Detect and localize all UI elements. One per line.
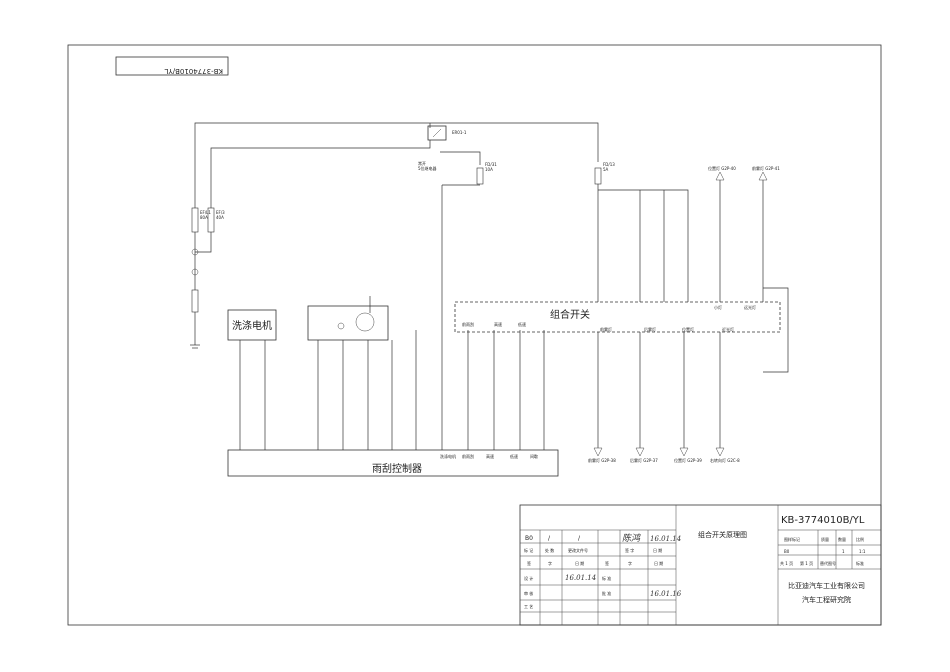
combo-fn-10: 远光灯 bbox=[744, 304, 756, 310]
power-lines bbox=[194, 122, 599, 180]
role-process: 工 艺 bbox=[524, 604, 533, 609]
sheet-info-1: 共 1 页 bbox=[780, 560, 793, 566]
drawing-title: 组合开关原理图 bbox=[698, 530, 747, 539]
rotated-code-box: KB-3774010B/YL bbox=[115, 56, 229, 76]
combo-fn-6: 前雾灯 bbox=[600, 326, 612, 332]
hdr-4: 签 字 bbox=[625, 547, 634, 553]
left-chain bbox=[190, 180, 212, 349]
relay-code: ER01-1 bbox=[452, 130, 467, 135]
combo-fn-12: 小灯 bbox=[714, 304, 722, 310]
hdr2-1: 签 bbox=[527, 560, 531, 566]
stage-value-2: 1 bbox=[842, 549, 845, 554]
wiper-input-3: 高速 bbox=[486, 453, 494, 459]
wiper-input-2: 前雨刮 bbox=[462, 453, 474, 459]
wiper-input-4: 低速 bbox=[510, 453, 518, 459]
hdr2-2: 字 bbox=[548, 560, 552, 566]
combo-fn-3: 低速 bbox=[518, 321, 526, 327]
role-design: 设 计 bbox=[524, 575, 533, 581]
institute-name: 汽车工程研究院 bbox=[802, 595, 851, 604]
wiper-input-5: 间歇 bbox=[530, 453, 538, 459]
role-check: 审 核 bbox=[524, 590, 533, 596]
rev-count: / bbox=[548, 535, 551, 542]
rev-doc: / bbox=[578, 535, 581, 542]
designer-date: 16.01.14 bbox=[565, 574, 596, 582]
fuse-fd-31 bbox=[476, 167, 484, 185]
wiper-controller-block: 雨刮控制器 洗涤电机 前雨刮 高速 低速 间歇 bbox=[227, 449, 559, 477]
combo-switch-block: 组合开关 前雨刮 高速 低速 前雾灯 后雾灯 位置灯 近光灯 远光灯 小灯 bbox=[454, 301, 781, 333]
combo-switch-title: 组合开关 bbox=[550, 308, 590, 321]
wiper-input-1: 洗涤电机 bbox=[440, 453, 456, 459]
combo-fn-9: 近光灯 bbox=[722, 326, 734, 332]
combo-fn-2: 高速 bbox=[494, 321, 502, 327]
ground-lines: 前雾灯 G2P-38 后雾灯 G2P-37 位置灯 G2P-39 右转向灯 G2… bbox=[588, 165, 780, 463]
fuse-fd-13 bbox=[594, 167, 602, 185]
stage-value-1: B0 bbox=[784, 549, 790, 554]
hdr-1: 标 记 bbox=[524, 547, 533, 553]
ground-label-1: 前雾灯 G2P-38 bbox=[588, 457, 616, 463]
drawing-code: KB-3774010B/YL bbox=[781, 515, 865, 526]
rev-mark: B0 bbox=[525, 535, 533, 542]
combo-fn-8: 位置灯 bbox=[682, 326, 694, 332]
ground-label-6: 前雾灯 G2P-41 bbox=[752, 165, 780, 171]
wiper-controller-title: 雨刮控制器 bbox=[372, 462, 422, 475]
stage-label-1: 图样标记 bbox=[784, 536, 800, 542]
checker-date: 16.01.16 bbox=[650, 590, 682, 598]
ground-label-5: 位置灯 G2P-40 bbox=[708, 165, 736, 171]
rev-date: 16.01.14 bbox=[650, 535, 681, 543]
fuse-ef-l1 bbox=[191, 207, 199, 233]
stage-label-2: 质量 bbox=[821, 536, 829, 542]
right-links bbox=[597, 171, 789, 373]
role-approve: 批 准 bbox=[602, 590, 611, 596]
role-standard: 标 准 bbox=[602, 575, 611, 581]
hdr-3: 更改文件号 bbox=[568, 547, 588, 553]
sheet-info-2: 第 1 页 bbox=[800, 560, 813, 566]
hdr2-6: 日 期 bbox=[654, 560, 663, 566]
combo-fn-7: 后雾灯 bbox=[644, 326, 656, 332]
ground-label-3: 位置灯 G2P-39 bbox=[674, 457, 702, 463]
washer-motor-block: 洗涤电机 bbox=[227, 309, 277, 450]
sheet-info-3: 替代图号 bbox=[820, 560, 836, 566]
sheet-border bbox=[67, 44, 882, 626]
combo-fn-1: 前雨刮 bbox=[462, 321, 474, 327]
title-block: B0 / / 陈鸿 16.01.14 标 记 处 数 更改文件号 签 字 日 期… bbox=[519, 504, 882, 626]
stage-label-4: 比例 bbox=[856, 536, 864, 542]
rotated-code: KB-3774010B/YL bbox=[164, 67, 223, 75]
wiper-motor-block bbox=[307, 296, 417, 450]
hdr-5: 日 期 bbox=[653, 547, 662, 553]
hdr2-4: 签 bbox=[605, 560, 609, 566]
hdr2-5: 字 bbox=[628, 560, 632, 566]
ground-label-2: 后雾灯 G2P-37 bbox=[630, 457, 658, 463]
hdr-2: 处 数 bbox=[545, 547, 554, 553]
controller-links bbox=[441, 184, 545, 450]
rev-sign: 陈鸿 bbox=[622, 533, 641, 544]
stage-label-3: 数量 bbox=[838, 536, 846, 542]
stage-value-3: 1:1 bbox=[859, 549, 866, 554]
company-name: 比亚迪汽车工业有限公司 bbox=[788, 581, 865, 590]
washer-motor-title: 洗涤电机 bbox=[232, 319, 272, 332]
hdr2-3: 日 期 bbox=[575, 560, 584, 566]
sheet-info-4: 标准 bbox=[856, 560, 864, 566]
ground-label-4: 右转向灯 G2C-8 bbox=[710, 457, 740, 463]
